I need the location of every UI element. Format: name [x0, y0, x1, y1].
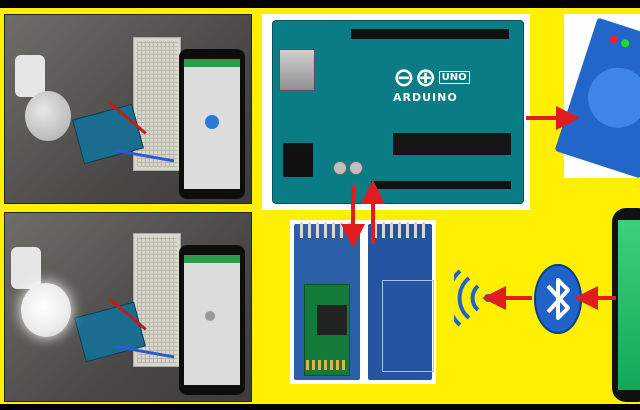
bottom-border	[0, 404, 640, 410]
